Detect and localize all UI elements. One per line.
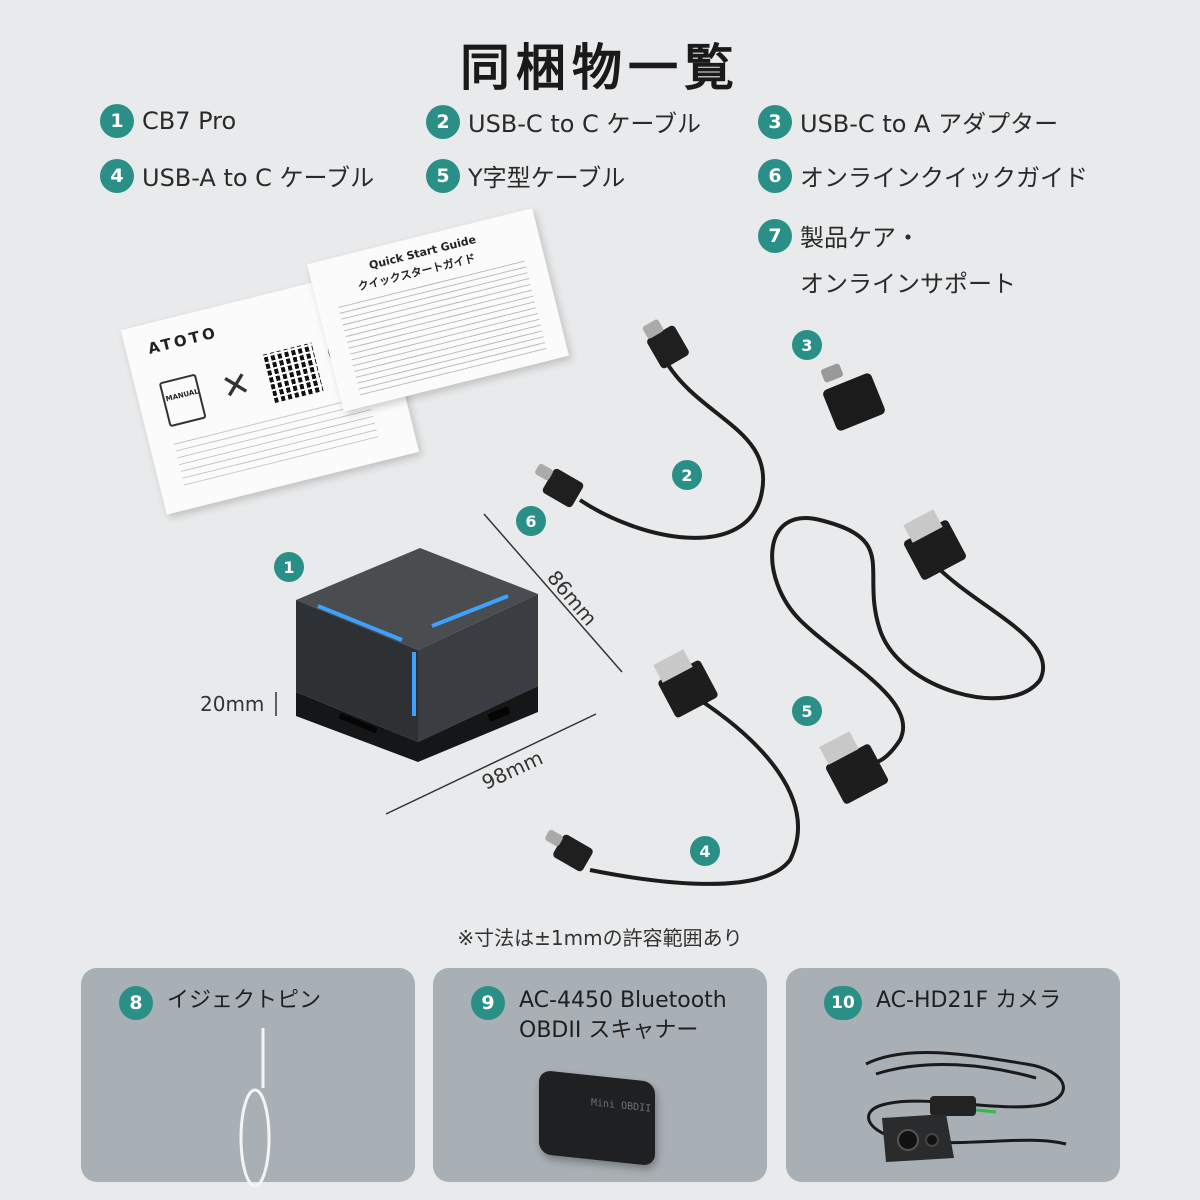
dimension-height: 20mm [200, 692, 265, 716]
item-3-label: USB-C to A アダプター [800, 110, 1059, 138]
photo-badge-3: 3 [792, 330, 822, 360]
tolerance-note: ※寸法は±1mmの許容範囲あり [457, 926, 743, 950]
badge-7: 7 [758, 218, 792, 253]
card-8-label: イジェクトピン [167, 988, 322, 1013]
card-eject-pin: 8 イジェクトピン [81, 968, 415, 1188]
page-title: 同梱物一覧 [460, 39, 740, 97]
badge-1: 1 [100, 104, 134, 138]
item-2: 2 USB-C to C ケーブル [426, 104, 701, 139]
card-obd-scanner: 9 AC-4450 Bluetooth OBDII スキャナー Mini OBD… [433, 968, 767, 1182]
item-4-label: USB-A to C ケーブル [142, 164, 375, 192]
item-3: 3 USB-C to A アダプター [758, 104, 1058, 139]
card-9-label-2: OBDII スキャナー [519, 1018, 699, 1043]
item-2-label: USB-C to C ケーブル [468, 110, 701, 138]
badge-4: 4 [100, 158, 134, 193]
obd-device-text: Mini OBDII [591, 1097, 652, 1115]
badge-6: 6 [758, 158, 792, 193]
item-5-label: Y字型ケーブル [468, 164, 626, 192]
cables-illustration [275, 319, 1045, 886]
item-4: 4 USB-A to C ケーブル [100, 158, 374, 193]
photo-badge-1: 1 [274, 552, 304, 582]
item-6: 6 オンラインクイックガイド [758, 158, 1088, 193]
camera-icon [865, 1051, 1067, 1162]
badge-8: 8 [119, 986, 153, 1020]
photo-badge-2: 2 [672, 460, 702, 490]
badge-10: 10 [824, 986, 862, 1020]
badge-3: 3 [758, 104, 792, 139]
photo-badge-6: 6 [516, 506, 546, 536]
badge-2: 2 [426, 104, 460, 139]
card-10-label: AC-HD21F カメラ [876, 988, 1062, 1013]
item-7: 7 製品ケア・ [758, 218, 920, 253]
card-obd-scanner-label: 9 AC-4450 Bluetooth OBDII スキャナー [471, 986, 727, 1046]
item-7-label: 製品ケア・ [800, 224, 920, 252]
item-1-label: CB7 Pro [142, 107, 237, 135]
badge-5: 5 [426, 158, 460, 193]
photo-badge-5: 5 [792, 696, 822, 726]
badge-9: 9 [471, 986, 505, 1020]
item-1: 1 CB7 Pro [100, 104, 236, 138]
card-camera: 10 AC-HD21F カメラ [786, 968, 1120, 1182]
eject-pin-icon [239, 1028, 271, 1188]
item-7-label-2: オンラインサポート [800, 270, 1016, 298]
item-7-line2: オンラインサポート [800, 264, 1016, 299]
obd-scanner-device: Mini OBDII [539, 1069, 655, 1167]
photo-badge-4: 4 [690, 836, 720, 866]
card-camera-label: 10 AC-HD21F カメラ [824, 986, 1061, 1020]
card-eject-pin-label: 8 イジェクトピン [119, 986, 321, 1020]
item-6-label: オンラインクイックガイド [800, 164, 1088, 192]
item-5: 5 Y字型ケーブル [426, 158, 625, 193]
card-9-label: AC-4450 Bluetooth [519, 988, 727, 1013]
